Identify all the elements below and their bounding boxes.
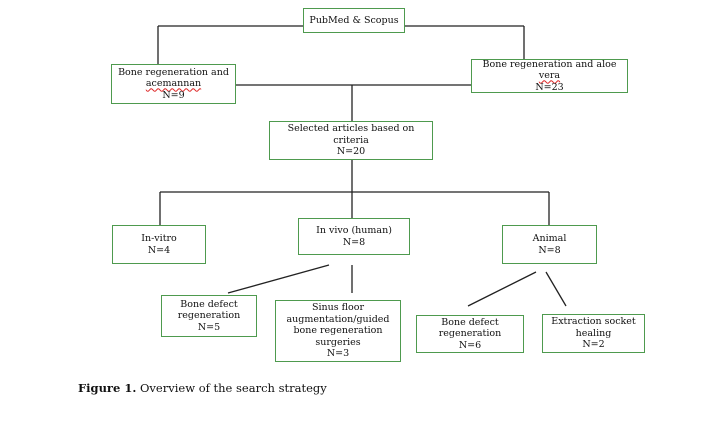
sinus-count: N=3: [326, 348, 350, 360]
selected-count: N=20: [336, 146, 366, 158]
selected-label: Selected articles based on criteria: [287, 123, 415, 146]
invivo-box: In vivo (human) N=8: [298, 218, 410, 255]
acemannan-label-2: acemannan: [145, 78, 202, 90]
invitro-label: In-vitro: [141, 233, 177, 244]
extraction-label-2: healing: [575, 327, 612, 339]
aloe-box: Bone regeneration and aloe vera N=23: [471, 59, 628, 93]
sinus-label-4: surgeries: [315, 336, 361, 348]
aloe-label-underlined: vera: [538, 70, 561, 82]
aloe-label: Bone regeneration and aloe vera: [472, 59, 627, 82]
animal-bone-defect-label-1: Bone defect: [441, 316, 499, 328]
human-bone-defect-label-2: regeneration: [177, 310, 241, 322]
animal-label: Animal: [532, 233, 567, 244]
animal-box: Animal N=8: [502, 225, 597, 264]
source-box: PubMed & Scopus: [303, 8, 405, 33]
invitro-box: In-vitro N=4: [112, 225, 206, 264]
human-bone-defect-label-1: Bone defect: [180, 298, 238, 310]
extraction-count: N=2: [582, 339, 605, 351]
animal-count: N=8: [538, 244, 561, 256]
figure-caption-label: Figure 1.: [78, 381, 137, 395]
animal-bone-defect-label-2: regeneration: [438, 328, 502, 340]
animal-bone-defect-count: N=6: [458, 339, 482, 351]
acemannan-box: Bone regeneration and acemannan N=9: [111, 64, 236, 104]
aloe-label-text: Bone regeneration and aloe: [482, 58, 617, 70]
selected-box: Selected articles based on criteria N=20: [269, 121, 433, 160]
extraction-box: Extraction socket healing N=2: [542, 314, 645, 353]
connector-invivo-bone: [227, 264, 330, 294]
invivo-label: In vivo (human): [316, 225, 392, 236]
source-label: PubMed & Scopus: [309, 14, 399, 26]
invivo-count: N=8: [342, 236, 366, 248]
human-bone-defect-box: Bone defect regeneration N=5: [161, 295, 257, 337]
extraction-label-1: Extraction socket: [551, 316, 636, 328]
human-bone-defect-count: N=5: [197, 321, 221, 333]
sinus-label-2: augmentation/guided: [286, 313, 390, 325]
acemannan-count: N=9: [162, 89, 185, 101]
figure-caption-text: Overview of the search strategy: [136, 381, 327, 395]
animal-bone-defect-box: Bone defect regeneration N=6: [416, 315, 524, 353]
invitro-count: N=4: [147, 244, 171, 256]
connector-animal-extraction: [545, 271, 567, 307]
sinus-label-3: bone regeneration: [293, 325, 383, 337]
acemannan-label-1: Bone regeneration and: [118, 66, 229, 78]
sinus-label-1: Sinus floor: [312, 302, 364, 314]
aloe-count: N=23: [535, 81, 564, 93]
figure-caption: Figure 1. Overview of the search strateg…: [78, 381, 327, 395]
connector-animal-bone: [467, 271, 537, 307]
sinus-box: Sinus floor augmentation/guided bone reg…: [275, 300, 401, 362]
